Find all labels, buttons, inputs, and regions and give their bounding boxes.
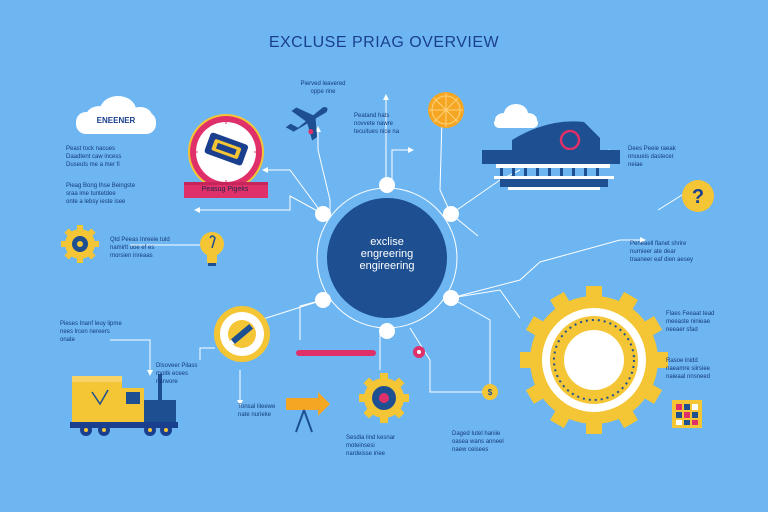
- caption-bottom-left-2: Tonsal lileewe nate nurieke: [238, 404, 276, 418]
- caption-left-4: Pieses Inanf leuy lipme nees lrcen neree…: [60, 321, 122, 343]
- coin-icon: $: [482, 384, 498, 400]
- caption-right-3: Flaes Feeaat tead meeaste ninieae neeaer…: [666, 311, 715, 333]
- caption-bottom-left-1: Dlsoveer Pilass moitk ecees narwore: [156, 363, 198, 385]
- truck-icon: [70, 374, 178, 436]
- lightbulb-icon: [200, 232, 224, 266]
- caption-left-2: Pieag Bong Ihse Beingste sraa ime tuntet…: [66, 183, 136, 205]
- hub-line: exclise: [370, 236, 404, 248]
- caption-right-2: Peneaell flanet shrire nurnieer ate dear…: [630, 241, 694, 263]
- pencil-circle-icon: [214, 306, 270, 362]
- caption-top-plane: Pierved leavered oppe rine: [300, 81, 346, 95]
- caption-right-4: Rasoe lnidd naeamre siirsiee naieaal nns…: [666, 358, 711, 380]
- cloud-label: ENEENER: [96, 116, 136, 125]
- cloud-icon: [494, 104, 538, 128]
- hub-node[interactable]: [315, 292, 331, 308]
- caption-top-center: Peatand hats novvete nawre tecuitues nic…: [354, 113, 400, 135]
- ship-icon: [482, 121, 620, 190]
- hub-node[interactable]: [315, 206, 331, 222]
- pink-ring-device-icon: [184, 114, 268, 198]
- arrowheads: [147, 94, 694, 406]
- question-icon: ?: [682, 180, 714, 212]
- svg-text:?: ?: [692, 186, 704, 208]
- caption-left-3: Qtd Peeas Inreeie tuld namirlt uoe ef es…: [110, 237, 170, 259]
- large-gear-icon: [520, 286, 668, 434]
- orange-sun-icon: [428, 92, 464, 128]
- hub-node[interactable]: [379, 177, 395, 193]
- hub-node[interactable]: [443, 206, 459, 222]
- hub-node[interactable]: [379, 323, 395, 339]
- pink-bar: [296, 350, 376, 356]
- hub-label: exclise engreering engireering: [320, 236, 454, 272]
- hub-line: engreering: [360, 248, 414, 260]
- caption-bottom-center: Sesdia lind kesnar moteinsesi nardeisse …: [346, 435, 396, 457]
- hub-line: engireering: [359, 260, 415, 272]
- tripod-arrow-icon: [286, 392, 330, 433]
- gear-icon: [359, 373, 409, 423]
- banner-label: Peasug Pigeks: [201, 186, 249, 193]
- caption-left-1: Peast tock nacues Daadtent caw incess Du…: [66, 146, 122, 168]
- cloud-icon: [76, 96, 156, 134]
- small-gear-icon: [61, 225, 99, 263]
- caption-right-1: Dees Peeie raeak nnuueis dastecer neiae: [628, 146, 676, 168]
- caption-bottom-right: Daged Iutel haniie oasea wans anneel nae…: [452, 431, 504, 453]
- pink-dot-icon: [413, 346, 425, 358]
- central-hub: [315, 177, 459, 339]
- airplane-icon: [285, 107, 328, 141]
- svg-text:$: $: [488, 388, 493, 397]
- grid-box-icon: [672, 400, 702, 428]
- page-title: EXCLUSE PRIAG OVERVIEW: [268, 34, 500, 51]
- hub-node[interactable]: [443, 290, 459, 306]
